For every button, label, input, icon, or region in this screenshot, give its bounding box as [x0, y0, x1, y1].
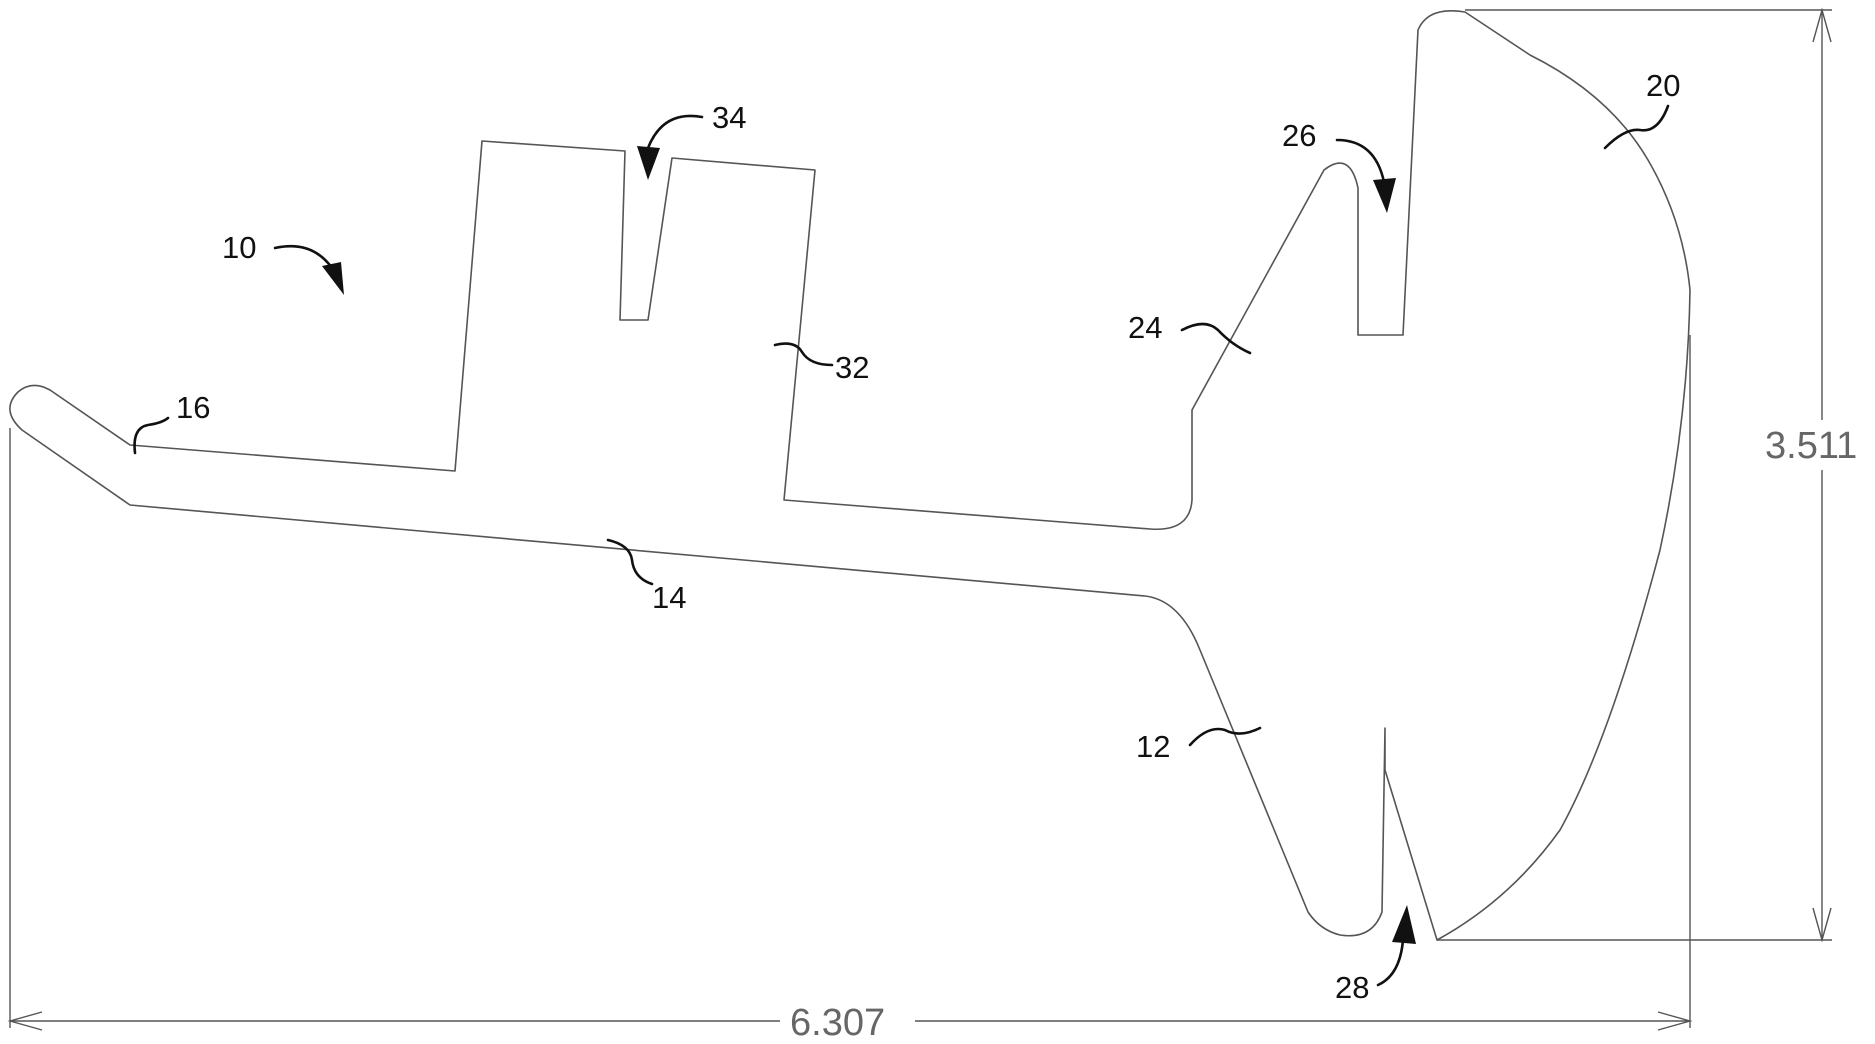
ref-34-arrowhead	[637, 146, 660, 180]
ref-34-leader	[646, 114, 704, 150]
height-dimension-label: 3.511	[1765, 425, 1857, 467]
ref-20-callout: 20	[1603, 68, 1680, 150]
ref-16-callout: 16	[133, 390, 210, 455]
ref-26-label: 26	[1282, 118, 1316, 153]
ref-24-label: 24	[1128, 310, 1162, 345]
ref-32-leader	[773, 342, 834, 367]
ref-28-leader	[1376, 938, 1405, 987]
ref-14-label: 14	[652, 580, 686, 615]
ref-26-callout: 26	[1282, 118, 1396, 213]
profile-outline	[9, 10, 1691, 941]
ref-20-leader	[1603, 104, 1670, 150]
height-arrow-top	[1812, 7, 1832, 43]
width-dimension: 6.307	[7, 335, 1693, 1044]
ref-26-leader	[1335, 138, 1386, 184]
ref-28-callout: 28	[1335, 905, 1416, 1005]
ref-14-leader	[606, 538, 654, 586]
ref-12-label: 12	[1136, 729, 1170, 764]
ref-14-callout: 14	[606, 538, 686, 615]
ref-24-callout: 24	[1128, 310, 1252, 355]
height-arrow-bottom	[1812, 907, 1832, 943]
width-arrow-right	[1657, 1011, 1693, 1031]
ref-28-label: 28	[1335, 970, 1369, 1005]
ref-26-arrowhead	[1373, 178, 1396, 213]
ref-16-label: 16	[176, 390, 210, 425]
ref-32-callout: 32	[773, 342, 869, 385]
height-dimension: 3.511	[1437, 7, 1857, 943]
ref-32-label: 32	[835, 350, 869, 385]
ref-20-label: 20	[1646, 68, 1680, 103]
ref-34-label: 34	[712, 100, 746, 135]
ref-16-leader	[133, 416, 170, 455]
ref-12-callout: 12	[1136, 726, 1262, 764]
ref-24-leader	[1180, 322, 1252, 355]
ref-10-arrowhead	[322, 262, 344, 295]
ref-10-callout: 10	[222, 230, 344, 295]
ref-28-arrowhead	[1392, 905, 1416, 944]
width-arrow-left	[7, 1011, 43, 1031]
ref-34-callout: 34	[637, 100, 746, 180]
ref-10-label: 10	[222, 230, 256, 265]
ref-10-leader	[273, 244, 334, 270]
width-dimension-label: 6.307	[790, 1002, 885, 1044]
ref-12-leader	[1188, 726, 1262, 747]
